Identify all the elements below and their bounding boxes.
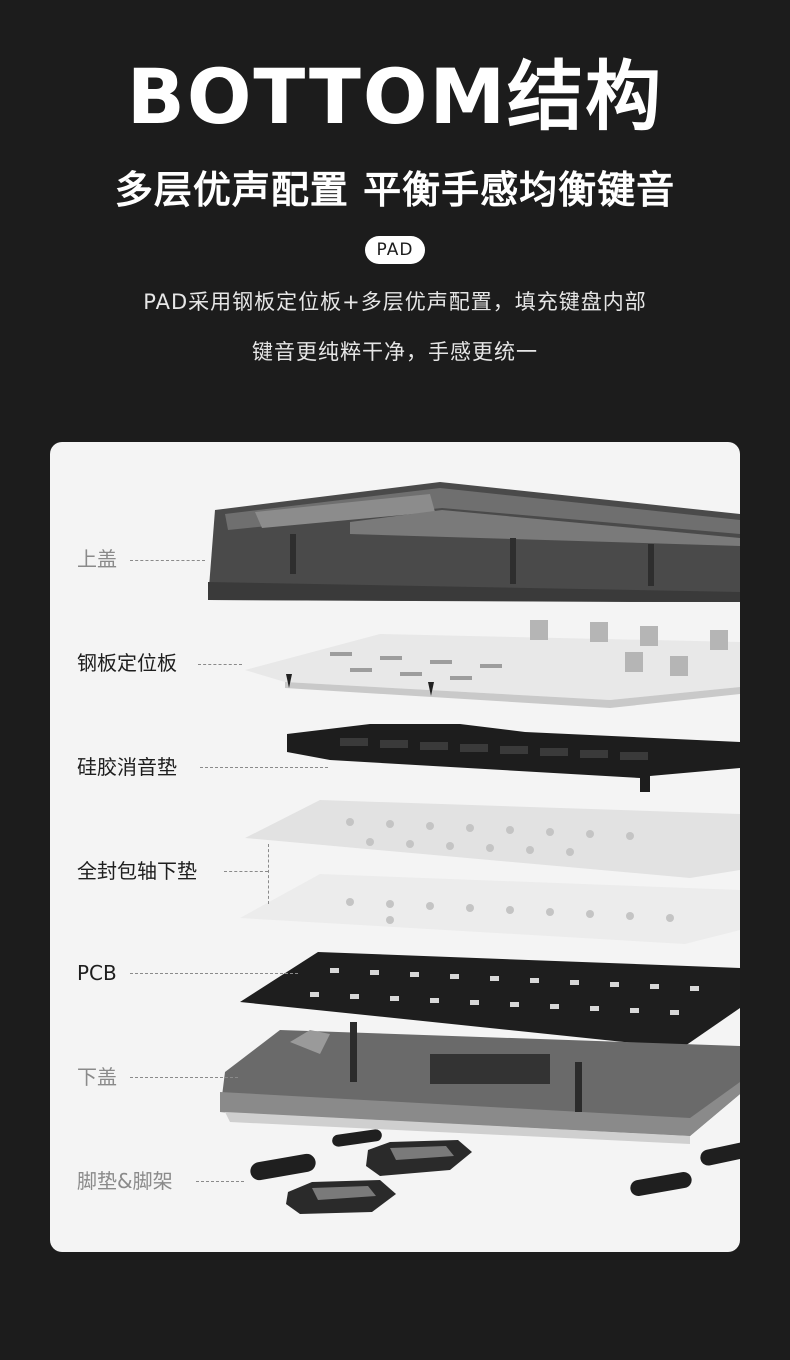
label-bottom-case: 下盖 [77,1065,117,1089]
label-silicone-pad: 硅胶消音垫 [77,755,177,779]
leader-silicone-pad [200,767,328,768]
exploded-keyboard-illustration [208,482,740,1214]
bottom-case-illustration [220,1022,740,1144]
page-subtitle: 多层优声配置 平衡手感均衡键音 [114,168,676,212]
leader-switch-pad [224,871,268,872]
pad-badge: PAD [365,236,425,264]
steel-plate-illustration [245,620,740,708]
switch-pad-illustration [240,800,740,944]
label-feet: 脚垫&脚架 [77,1169,173,1193]
description-line-2: 键音更纯粹干净，手感更统一 [252,340,538,364]
leader-pcb [130,973,298,974]
top-case-illustration [208,482,740,602]
pcb-illustration [240,952,740,1048]
label-switch-pad: 全封包轴下垫 [77,859,197,883]
leader-feet [196,1181,244,1182]
leader-bottom-case [130,1077,238,1078]
label-pcb: PCB [77,961,117,985]
label-top-case: 上盖 [77,547,117,571]
leader-top-case [130,560,205,561]
leader-switch-pad-bracket [268,844,269,904]
silicone-pad-illustration [287,724,740,792]
description-line-1: PAD采用钢板定位板+多层优声配置，填充键盘内部 [143,290,647,314]
label-steel-plate: 钢板定位板 [77,651,177,675]
leader-steel-plate [198,664,242,665]
exploded-view-panel: 上盖 钢板定位板 硅胶消音垫 全封包轴下垫 PCB 下盖 脚垫&脚架 [50,442,740,1252]
page-title: BOTTOM结构 [126,52,664,141]
feet-illustration [250,1129,740,1214]
